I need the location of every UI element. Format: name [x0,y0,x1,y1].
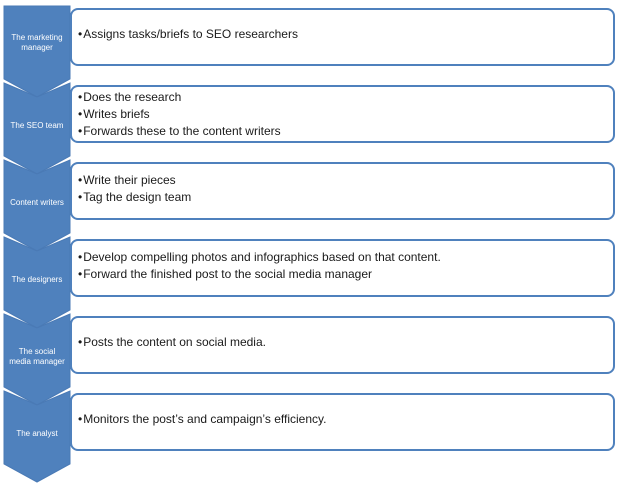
stage-row: The marketing manager Assigns tasks/brief… [0,5,618,98]
stage-bullet-list: Assigns tasks/briefs to SEO researchers [78,16,605,43]
chevron-shape [3,236,71,329]
chevron-shape [3,313,71,406]
stage-bullet-list: Does the researchWrites briefsForwards t… [78,89,605,140]
stage-label: The designers [11,275,63,284]
stage-bullet-item: Assigns tasks/briefs to SEO researchers [78,26,605,43]
stage-row: The social media manager Posts the conten… [0,313,618,406]
stage-chevron [3,390,71,483]
stage-row: The SEO team Does the researchWrites brie… [0,82,618,175]
stage-bullet-item: Does the research [78,89,605,106]
stage-bullet-list: Monitors the post’s and campaign’s effic… [78,401,605,428]
stage-chevron [3,5,71,98]
stage-row: Content writers Write their piecesTag the… [0,159,618,252]
stage-label: The marketing manager [11,33,63,52]
chevron-shape [3,5,71,98]
stage-chevron [3,313,71,406]
chevron-shape [3,390,71,483]
stage-chevron [3,236,71,329]
stage-bullet-item: Tag the design team [78,189,605,206]
stage-row: The designers Develop compelling photos a… [0,236,618,329]
stage-label: The analyst [16,429,58,438]
chevron-shape [3,159,71,252]
stage-description-box: Assigns tasks/briefs to SEO researchers [70,8,615,66]
chevron-shape [3,82,71,175]
stage-bullet-list: Posts the content on social media. [78,324,605,351]
stage-description-box: Develop compelling photos and infographi… [70,239,615,297]
stage-label: Content writers [10,198,64,207]
stage-bullet-list: Develop compelling photos and infographi… [78,247,605,283]
stage-bullet-item: Forward the finished post to the social … [78,266,605,283]
stage-bullet-item: Posts the content on social media. [78,334,605,351]
stage-row: The analyst Monitors the post’s and campa… [0,390,618,483]
stage-chevron [3,82,71,175]
stage-bullet-list: Write their piecesTag the design team [78,170,605,206]
stage-bullet-item: Forwards these to the content writers [78,123,605,140]
stage-description-box: Does the researchWrites briefsForwards t… [70,85,615,143]
stage-label: The SEO team [10,121,64,130]
stage-description-box: Monitors the post’s and campaign’s effic… [70,393,615,451]
stage-bullet-item: Monitors the post’s and campaign’s effic… [78,411,605,428]
stage-bullet-item: Writes briefs [78,106,605,123]
stage-description-box: Write their piecesTag the design team [70,162,615,220]
stage-label: The social media manager [9,347,65,366]
stage-bullet-item: Develop compelling photos and infographi… [78,249,605,266]
stage-chevron [3,159,71,252]
stage-bullet-item: Write their pieces [78,172,605,189]
stage-description-box: Posts the content on social media. [70,316,615,374]
